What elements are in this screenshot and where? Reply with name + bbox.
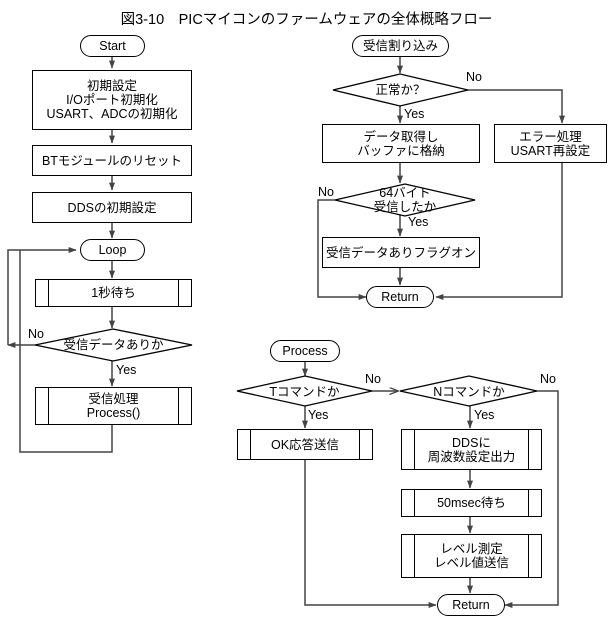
label-t-cmd: Tコマンドか — [237, 376, 372, 407]
node-label: OK応答送信 — [270, 437, 340, 452]
node-label: 受信処理 Process() — [86, 392, 141, 420]
label-byte64: 64バイト 受信したか — [335, 183, 475, 216]
node-bt-reset[interactable]: BTモジュールのリセット — [32, 145, 192, 176]
node-recv-process[interactable]: 受信処理 Process() — [35, 387, 192, 425]
decision-t-cmd — [236, 375, 373, 407]
node-label: BTモジュールのリセット — [41, 153, 183, 168]
node-label: Return — [381, 290, 419, 304]
node-dds-out[interactable]: DDSに 周波数設定出力 — [401, 429, 542, 470]
decision-n-cmd — [399, 375, 538, 407]
node-ok-send[interactable]: OK応答送信 — [237, 429, 373, 460]
node-get-data[interactable]: データ取得し バッファに格納 — [322, 124, 480, 163]
node-label: 受信データありフラグオン — [325, 245, 476, 260]
node-err-proc[interactable]: エラー処理 USART再設定 — [494, 124, 607, 163]
node-label: 1秒待ち — [91, 286, 136, 300]
node-label: Loop — [98, 243, 127, 257]
node-wait-50ms[interactable]: 50msec待ち — [401, 489, 542, 517]
node-label: 正常か？ — [375, 83, 426, 97]
edge-label-recv-yes: Yes — [116, 363, 137, 377]
node-label: 初期設定 I/Oポート初期化 USART、ADCの初期化 — [46, 79, 178, 121]
node-label: 受信データありか — [63, 338, 164, 352]
decision-normal — [332, 73, 469, 107]
label-n-cmd: Nコマンドか — [401, 376, 537, 407]
node-process[interactable]: Process — [270, 340, 340, 362]
edge-label-t-yes: Yes — [308, 408, 329, 422]
node-start[interactable]: Start — [80, 35, 145, 57]
node-wait-1sec[interactable]: 1秒待ち — [35, 279, 192, 307]
node-init[interactable]: 初期設定 I/Oポート初期化 USART、ADCの初期化 — [32, 70, 192, 130]
node-label: Tコマンドか — [269, 384, 340, 399]
node-dds-init[interactable]: DDSの初期設定 — [32, 192, 192, 223]
node-label: Nコマンドか — [433, 384, 505, 399]
node-label: DDSに 周波数設定出力 — [427, 435, 516, 464]
node-label: Return — [452, 598, 490, 612]
edge-label-n-yes: Yes — [474, 408, 495, 422]
node-label: 50msec待ち — [437, 496, 506, 510]
node-label: Start — [99, 39, 126, 53]
decision-byte64 — [334, 183, 476, 217]
node-label: 64バイト 受信したか — [373, 185, 437, 214]
label-recv-check: 受信データありか — [35, 329, 192, 361]
edge-label-recv-no: No — [28, 327, 44, 341]
node-rx-return[interactable]: Return — [366, 286, 434, 308]
node-label: 受信割り込み — [362, 39, 438, 53]
node-flag-on[interactable]: 受信データありフラグオン — [322, 237, 480, 268]
node-label: DDSの初期設定 — [67, 200, 157, 215]
decision-recv-check — [34, 328, 193, 362]
node-level[interactable]: レベル測定 レベル値送信 — [401, 534, 542, 578]
node-pr-return[interactable]: Return — [437, 594, 505, 616]
edge-label-t-no: No — [365, 372, 381, 386]
edge-label-byte64-yes: Yes — [408, 215, 429, 229]
edge-label-normal-no: No — [466, 70, 482, 84]
edge-label-normal-yes: Yes — [404, 107, 425, 121]
node-loop[interactable]: Loop — [80, 239, 145, 261]
node-label: データ取得し バッファに格納 — [357, 129, 445, 158]
node-label: Process — [282, 344, 328, 358]
label-normal: 正常か？ — [333, 74, 468, 106]
node-rx-int[interactable]: 受信割り込み — [352, 35, 449, 57]
edge-label-n-no: No — [540, 372, 556, 386]
figure-title: 図3-10 PICマイコンのファームウェアの全体概略フロー — [120, 12, 493, 28]
node-label: エラー処理 USART再設定 — [510, 129, 591, 158]
node-label: レベル測定 レベル値送信 — [433, 542, 509, 570]
edge-label-byte64-no: No — [318, 185, 334, 199]
